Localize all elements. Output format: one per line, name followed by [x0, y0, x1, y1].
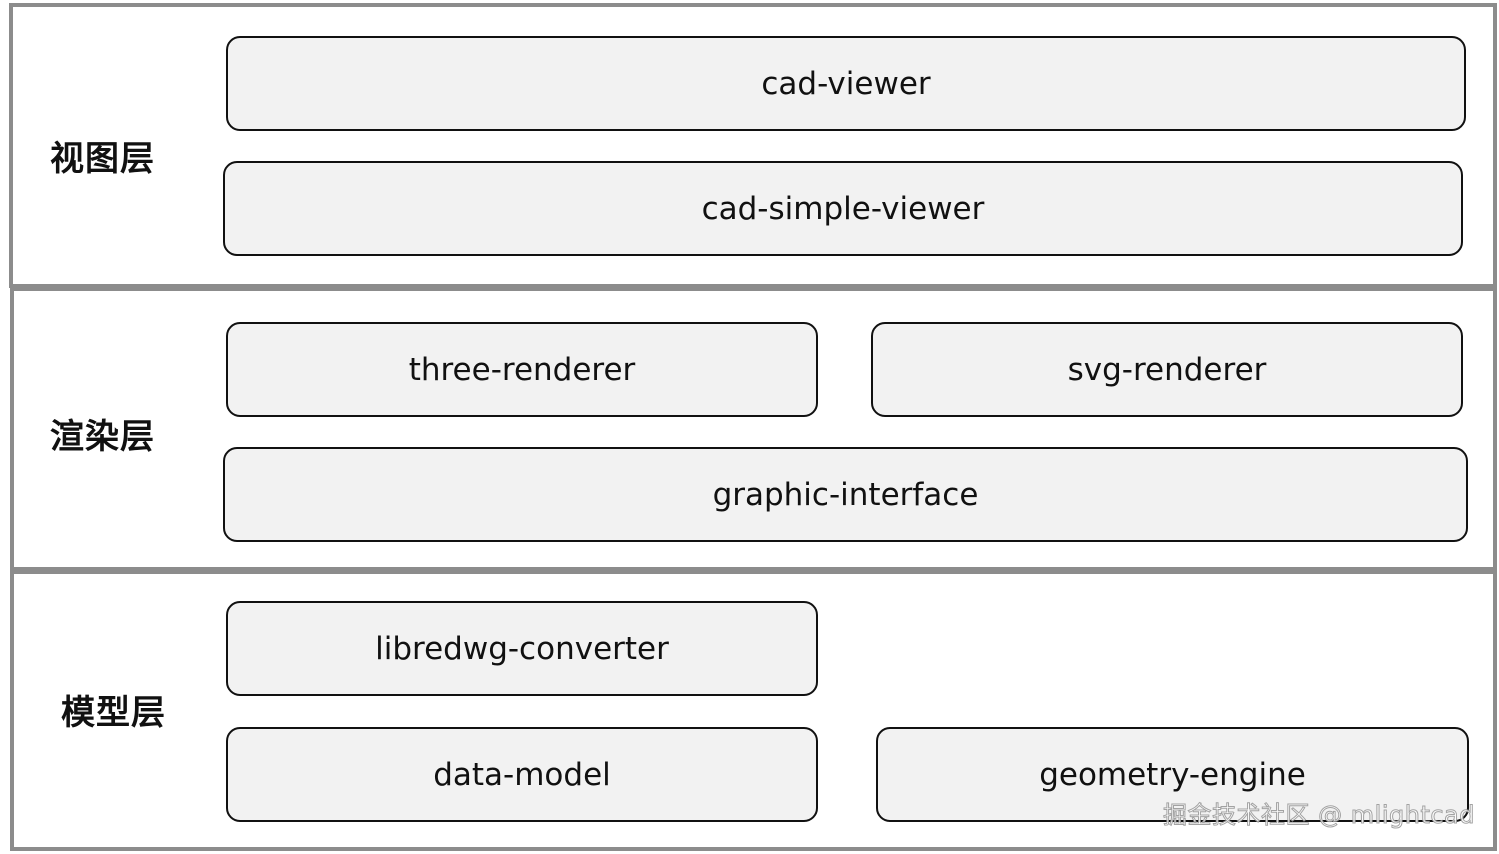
module-cad-simple-viewer: cad-simple-viewer — [223, 161, 1463, 256]
module-libredwg-converter: libredwg-converter — [226, 601, 818, 696]
view-layer-label: 视图层 — [50, 139, 155, 179]
module-graphic-interface: graphic-interface — [223, 447, 1468, 542]
model-layer-label: 模型层 — [61, 693, 166, 733]
module-three-renderer: three-renderer — [226, 322, 818, 417]
module-cad-viewer: cad-viewer — [226, 36, 1466, 131]
module-svg-renderer: svg-renderer — [871, 322, 1463, 417]
render-layer-label: 渲染层 — [50, 417, 155, 457]
module-geometry-engine: geometry-engine — [876, 727, 1469, 822]
watermark: 掘金技术社区 @ mlightcad — [1163, 801, 1475, 830]
module-data-model: data-model — [226, 727, 818, 822]
